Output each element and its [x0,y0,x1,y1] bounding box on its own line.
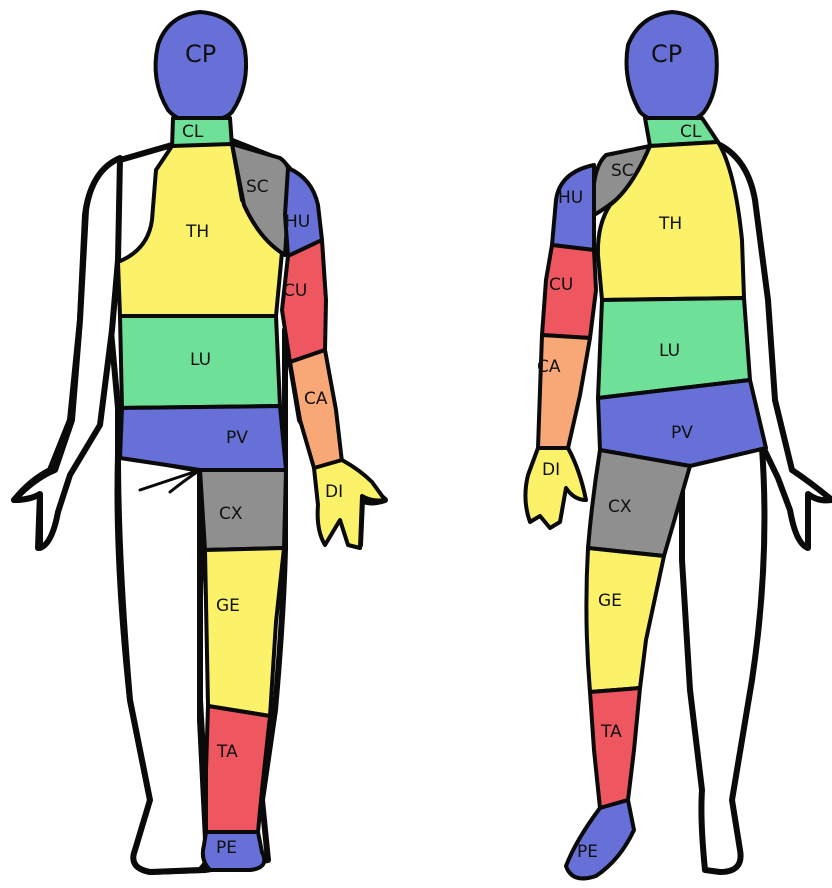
back-label-th: TH [185,222,209,242]
front-label-sc: SC [611,161,634,181]
front-label-cx: CX [608,497,632,517]
figure-front: CP CL SC HU TH CU LU CA PV DI CX GE TA P… [525,12,832,878]
front-ge-region[interactable] [586,548,664,692]
figure-back: CP CL SC TH HU CU LU CA PV DI CX GE TA P… [14,12,385,872]
front-cx-region[interactable] [588,450,690,556]
front-label-hu: HU [558,188,583,208]
back-left-leg [118,455,208,872]
back-label-ta: TA [216,742,238,762]
front-cp-region[interactable] [627,12,717,126]
front-label-pe: PE [577,842,598,862]
back-cp-region[interactable] [156,12,247,124]
back-ge-region[interactable] [205,548,284,716]
back-label-sc: SC [246,177,269,197]
back-label-ca: CA [304,389,328,409]
back-label-cl: CL [182,122,204,142]
front-ca-region[interactable] [538,335,590,448]
front-ta-region[interactable] [590,688,640,808]
front-label-cu: CU [549,275,573,295]
back-ca-region[interactable] [290,350,342,468]
front-pe-region[interactable] [566,800,634,878]
front-label-th: TH [658,214,682,234]
front-right-leg [682,448,764,872]
front-label-lu: LU [659,341,680,361]
front-label-ge: GE [598,591,622,611]
front-label-ta: TA [600,722,622,742]
front-label-cl: CL [680,122,702,142]
front-label-cp: CP [651,40,682,68]
back-label-pv: PV [226,428,248,448]
front-label-pv: PV [671,423,693,443]
back-label-pe: PE [216,838,237,858]
back-label-cp: CP [185,40,216,68]
back-label-ge: GE [216,596,240,616]
back-label-cu: CU [283,281,307,301]
front-label-ca: CA [537,357,561,377]
back-label-di: DI [325,482,343,502]
front-label-di: DI [542,460,560,480]
back-cx-region[interactable] [200,470,286,550]
back-label-hu: HU [285,212,310,232]
back-pv-region[interactable] [120,406,286,470]
back-ta-region[interactable] [206,706,270,832]
back-cu-region[interactable] [282,240,326,362]
back-left-arm [14,158,120,548]
back-label-cx: CX [219,504,243,524]
back-label-lu: LU [190,350,211,370]
